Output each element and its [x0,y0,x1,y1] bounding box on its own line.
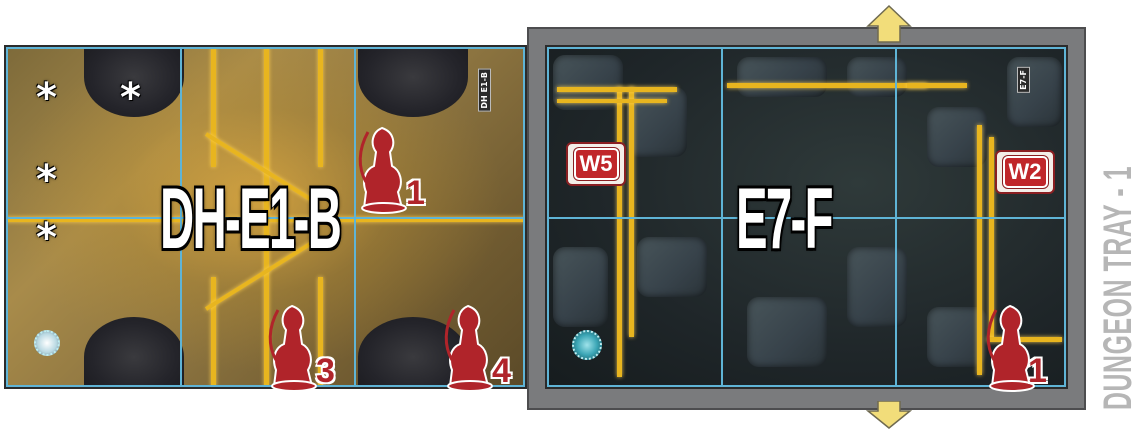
tray-title-text: DUNGEON TRAY - 1 [1096,166,1141,410]
grid-cell[interactable] [547,47,723,219]
portal-icon[interactable] [572,330,602,360]
portal-icon[interactable] [34,330,60,356]
monster-figure-icon [440,300,500,392]
tray-title: DUNGEON TRAY - 1 [1096,16,1141,410]
grid-cell[interactable] [6,47,182,219]
monster-number: 4 [492,354,511,388]
monster-figure[interactable]: 3 [264,300,354,396]
monster-figure[interactable]: 4 [440,300,530,396]
wandering-label: W2 [1003,156,1048,188]
monster-number: 3 [316,354,335,388]
monster-figure[interactable]: 1 [354,122,434,218]
grid-cell[interactable] [6,217,182,387]
monster-figure[interactable]: 1 [982,300,1072,396]
star-marker: * [120,78,141,118]
monster-figure-icon [264,300,324,392]
grid-cell[interactable] [547,217,723,387]
monster-number: 1 [1028,354,1047,388]
star-marker: * [36,160,57,200]
exit-arrow-icon[interactable] [866,401,912,429]
tile-label: DH-E1-B [160,170,340,269]
tile-id-tag: E7-F [1017,67,1030,93]
wandering-marker[interactable]: W2 [995,150,1055,194]
exit-arrow-icon[interactable] [866,4,912,44]
wandering-label: W5 [574,148,619,180]
monster-number: 1 [406,176,425,210]
star-marker: * [36,78,57,118]
monster-figure-icon [354,122,414,214]
star-marker: * [36,218,57,258]
tile-label: E7-F [736,170,832,269]
tile-id-tag: DH E1-B [478,69,491,112]
wandering-marker[interactable]: W5 [566,142,626,186]
